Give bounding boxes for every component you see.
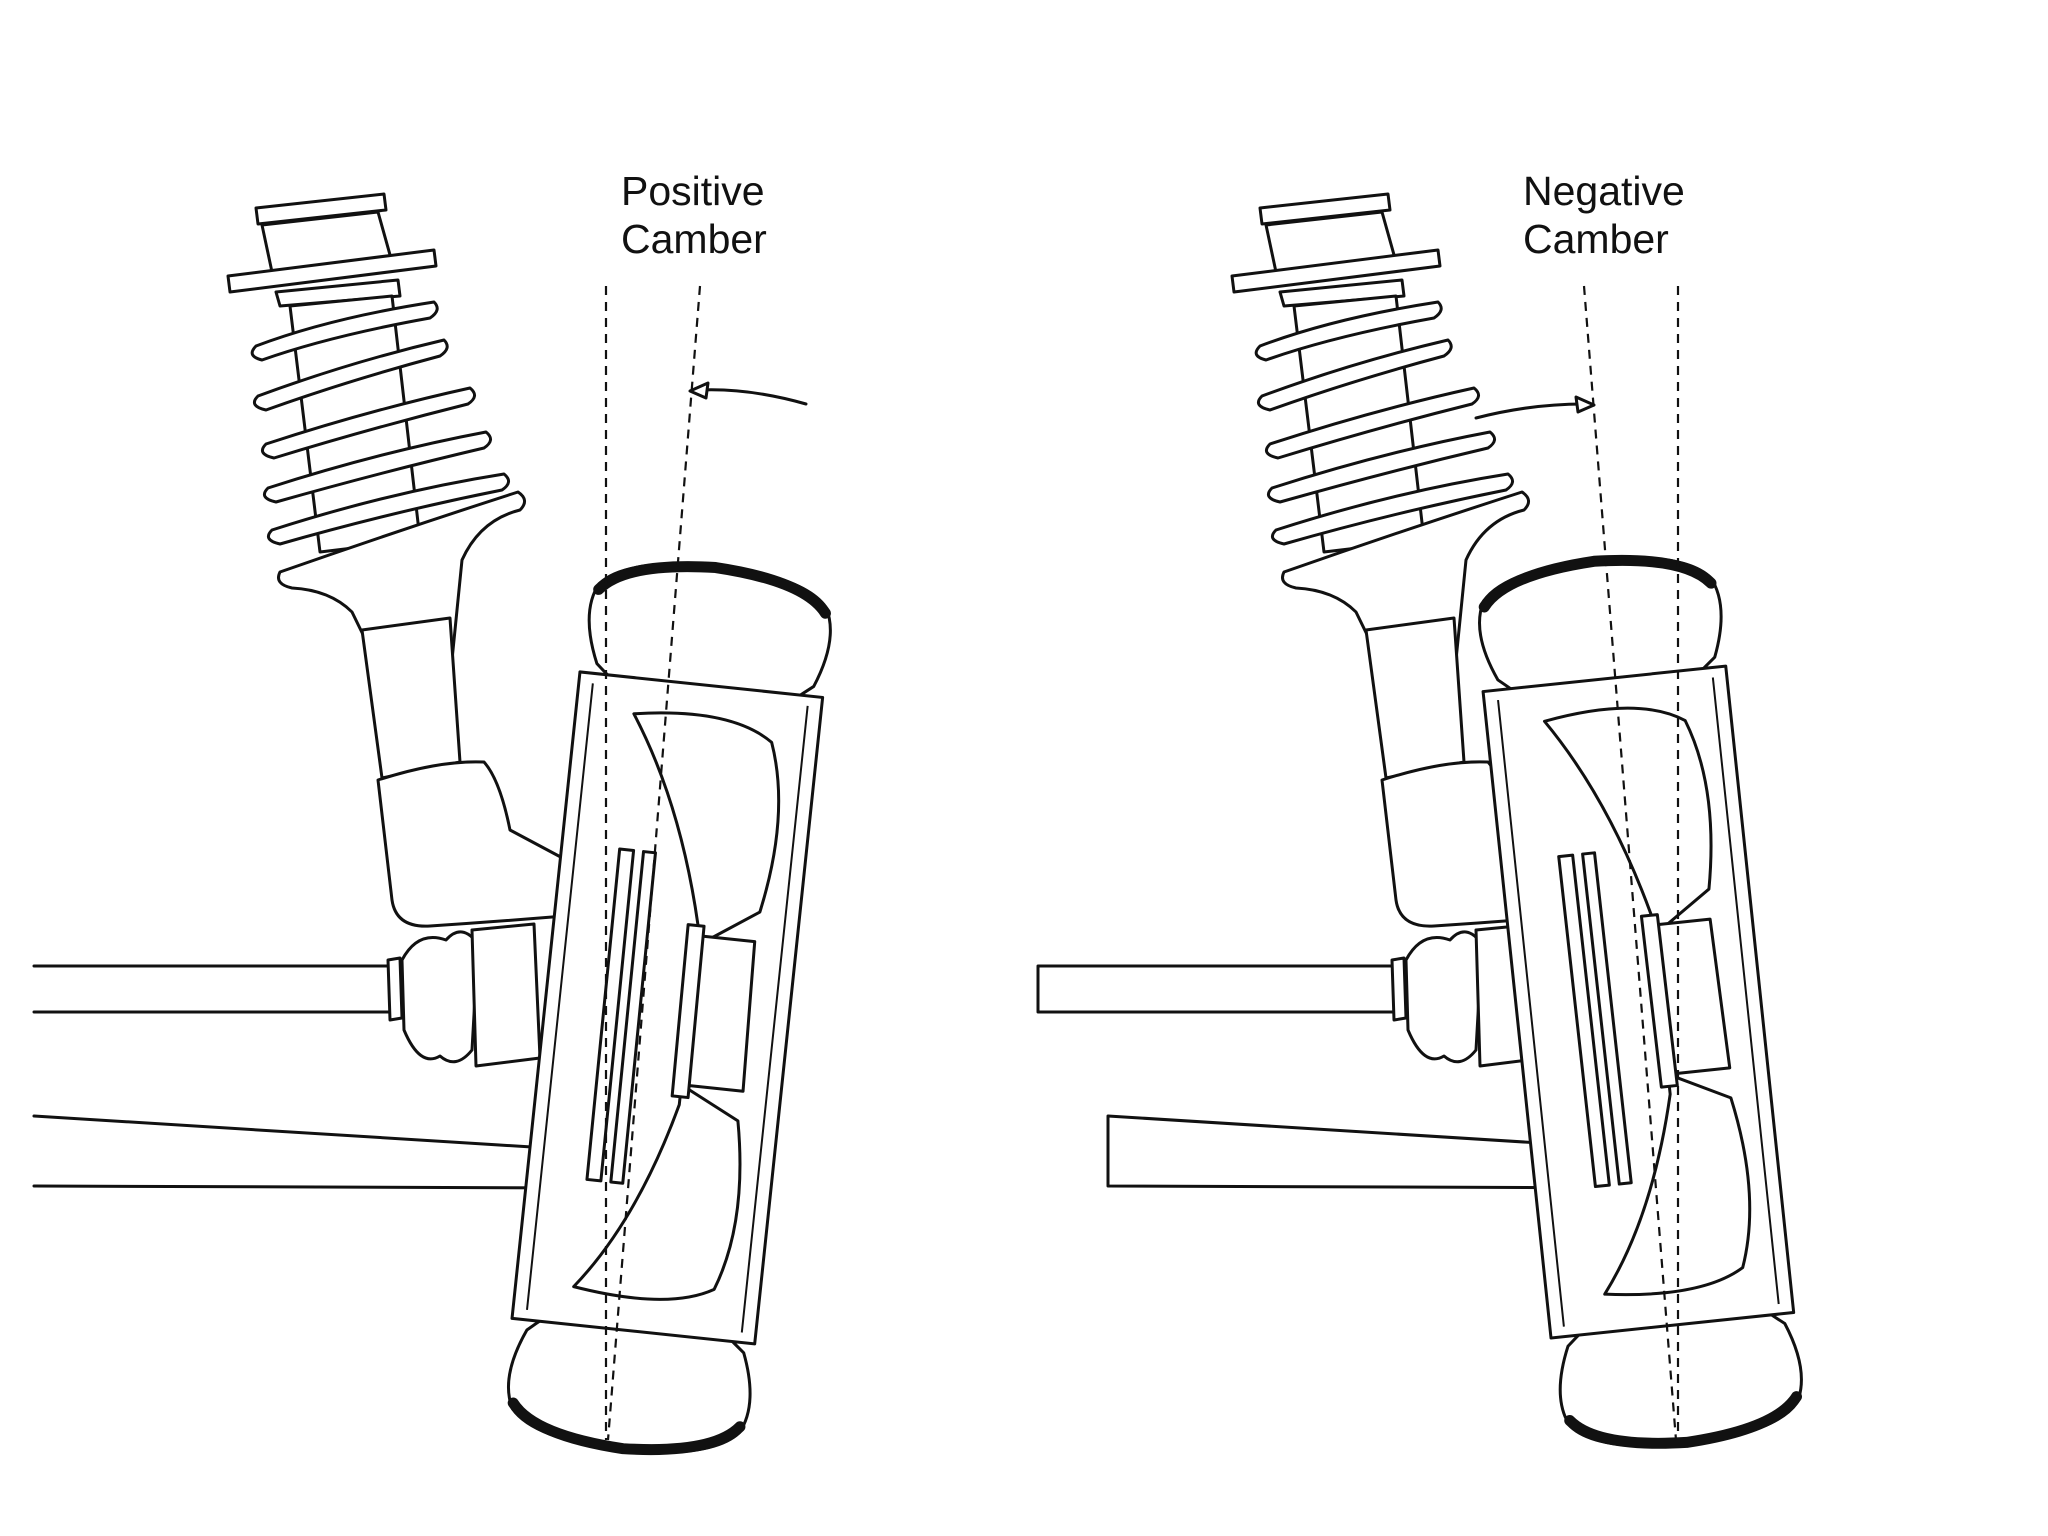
- drive-shaft: [1036, 922, 1546, 1068]
- wheel-assembly: [506, 561, 832, 1456]
- positive-camber-panel: Positive Camber: [32, 168, 832, 1456]
- wheel-centerline: [1582, 285, 1678, 1441]
- strut-assembly: [226, 192, 614, 928]
- camber-arrowhead: [688, 381, 710, 400]
- panel-title-line2: Camber: [621, 216, 767, 262]
- drive-shaft: [32, 922, 542, 1068]
- camber-arrowhead: [1574, 395, 1596, 414]
- wheel-centerline: [606, 285, 702, 1441]
- panel-title-line1: Negative: [1523, 168, 1685, 214]
- camber-angle-arc: [698, 388, 808, 406]
- panel-title-line1: Positive: [621, 168, 765, 214]
- camber-angle-arc: [1474, 402, 1586, 420]
- lower-control-arm: [32, 1114, 602, 1204]
- panel-title-line2: Camber: [1523, 216, 1669, 262]
- negative-camber-panel: Negative Camber: [1036, 168, 1803, 1449]
- wheel-assembly: [1478, 554, 1803, 1449]
